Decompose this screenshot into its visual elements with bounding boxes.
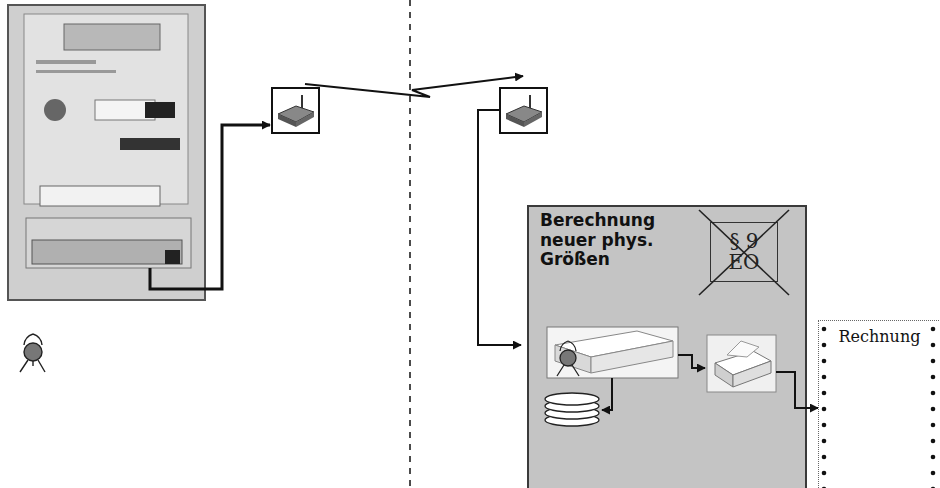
module-frame [500, 88, 547, 133]
feed-hole [822, 407, 827, 412]
wireless-link [305, 76, 523, 97]
meter-housing [8, 5, 205, 300]
feed-hole [822, 391, 827, 396]
feed-hole [931, 471, 936, 476]
feed-hole [931, 487, 936, 488]
invoice-title: Rechnung [819, 327, 940, 346]
meter-terminal-cover [26, 218, 191, 268]
meter-button [44, 99, 66, 121]
module-side [296, 112, 314, 127]
feed-hole [931, 375, 936, 380]
device-frame [547, 327, 678, 378]
feed-hole [931, 359, 936, 364]
feed-hole [822, 455, 827, 460]
meter-print [36, 70, 116, 73]
feed-hole [931, 423, 936, 428]
invoice-sheet: Rechnung [818, 320, 940, 488]
output-wire [776, 372, 809, 408]
box-heading: Berechnung neuer phys. Größen [540, 211, 672, 270]
printer-front [733, 361, 771, 387]
feed-hole [931, 327, 936, 332]
sensor-legs [20, 360, 45, 372]
feed-holes [819, 321, 939, 488]
module-frame [272, 88, 319, 133]
terminal-block [32, 240, 182, 264]
sensor-arcs [24, 334, 42, 345]
electricity-meter [8, 5, 205, 300]
disk-platter [545, 393, 599, 405]
meter-plate [40, 186, 160, 206]
law-reference: § 9 EO [722, 231, 766, 273]
crossed-law-box: § 9 EO [710, 222, 778, 282]
feed-hole [822, 439, 827, 444]
feed-hole [822, 471, 827, 476]
data-wire [478, 110, 521, 345]
meter-display [64, 24, 160, 50]
sensor-symbol [20, 334, 45, 372]
cross-line [699, 210, 789, 295]
feed-hole [822, 327, 827, 332]
processing-box: Berechnung neuer phys. Größen § 9 EO [527, 205, 807, 488]
feed-hole [822, 343, 827, 348]
device-front [591, 341, 673, 373]
sensor-marks [557, 341, 579, 376]
meter-strip [120, 138, 180, 150]
meter-print [36, 60, 96, 64]
meter-cover [24, 14, 188, 204]
feed-hole [931, 439, 936, 444]
feed-hole [822, 359, 827, 364]
printer-paper [727, 341, 759, 357]
boundary-line [409, 0, 411, 488]
module-side [506, 114, 524, 127]
feed-hole [931, 343, 936, 348]
printer-frame [707, 335, 776, 392]
feed-hole [822, 423, 827, 428]
radio-module [272, 88, 319, 133]
module-side [278, 114, 296, 127]
storage-arrow [602, 378, 612, 410]
radio-module [500, 88, 547, 133]
feed-hole [822, 487, 827, 488]
feed-hole [931, 407, 936, 412]
sensor-circle [24, 343, 42, 361]
sensor-circle [560, 350, 576, 366]
data-wire [150, 125, 270, 289]
feed-hole [931, 455, 936, 460]
module-side [524, 112, 542, 127]
cross-line [699, 210, 789, 295]
feed-hole [822, 375, 827, 380]
printer-side [715, 363, 733, 387]
terminal-port [165, 250, 180, 264]
meter-port [145, 102, 175, 118]
print-arrow [678, 355, 705, 368]
feed-hole [931, 391, 936, 396]
